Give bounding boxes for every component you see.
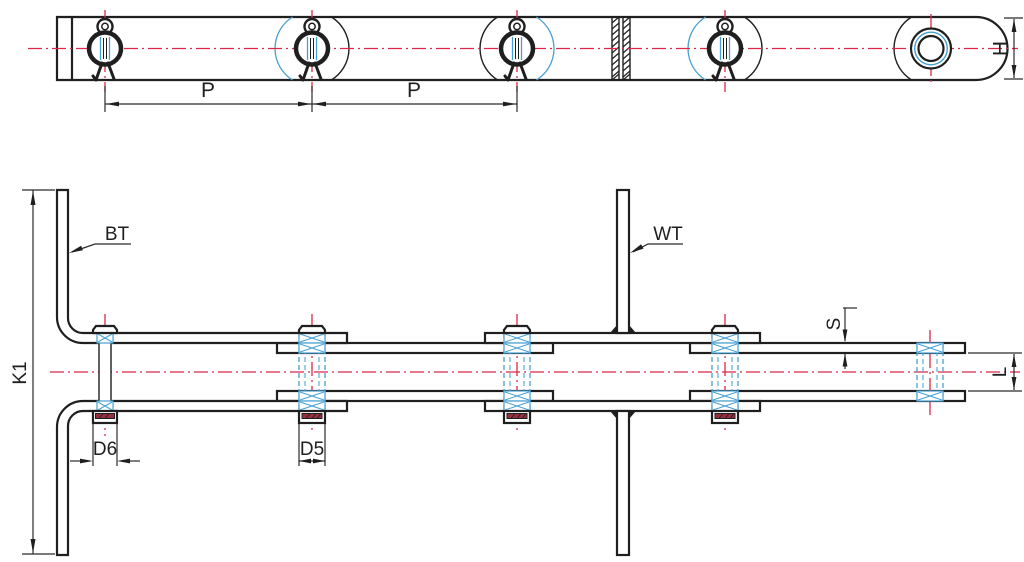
bush-end — [916, 330, 944, 415]
inner-plate — [275, 341, 555, 355]
dim-label-attachment-height: K1 — [10, 361, 31, 384]
inner-plate — [688, 341, 967, 355]
pin-joint — [299, 314, 325, 434]
bent-attachment-bottom — [55, 399, 349, 557]
welded-attachment-bottom — [615, 409, 631, 557]
label-welded-attachment: WT — [653, 224, 683, 245]
dim-label-height: H — [990, 41, 1013, 56]
dimension-inner-width: L — [968, 352, 1022, 392]
dim-label-inner-width: L — [990, 367, 1011, 378]
inner-plate — [275, 389, 555, 403]
dimension-pitch: P P — [104, 79, 518, 112]
top-view-chain-elevation: P P H — [28, 10, 1023, 112]
plate-end-arc — [479, 16, 498, 81]
dimension-bush-diameter: D5 — [298, 424, 326, 466]
bent-attachment-top — [55, 188, 349, 345]
bottom-view-chain-plan: K1 BT WT D6 — [10, 188, 1022, 557]
pin-joint — [712, 314, 738, 434]
label-bent-attachment: BT — [105, 224, 130, 245]
pin-hole — [909, 14, 953, 84]
callout-bent-attachment: BT — [69, 224, 131, 253]
inner-plate — [688, 389, 967, 403]
dimension-plate-thickness: S — [824, 307, 857, 369]
weld-fillet — [610, 325, 617, 333]
callout-welded-attachment: WT — [630, 224, 683, 253]
dim-label-pin-diameter: D6 — [93, 439, 117, 460]
welded-attachment-top — [615, 188, 631, 335]
dim-label-pitch-2: P — [407, 79, 421, 102]
roller-arc — [536, 16, 555, 81]
weld-fillet — [629, 325, 636, 333]
dim-label-pitch-1: P — [201, 79, 215, 102]
dimension-pin-diameter: D6 — [70, 424, 140, 466]
dim-label-bush-diameter: D5 — [300, 439, 324, 460]
pin-joint — [504, 314, 530, 434]
weld-fillet — [629, 411, 636, 419]
dimension-height: H — [990, 17, 1023, 80]
dim-label-plate-thickness: S — [824, 318, 845, 331]
weld-fillet — [610, 411, 617, 419]
dimension-attachment-height: K1 — [10, 189, 55, 555]
pin-joint-end — [91, 314, 119, 436]
